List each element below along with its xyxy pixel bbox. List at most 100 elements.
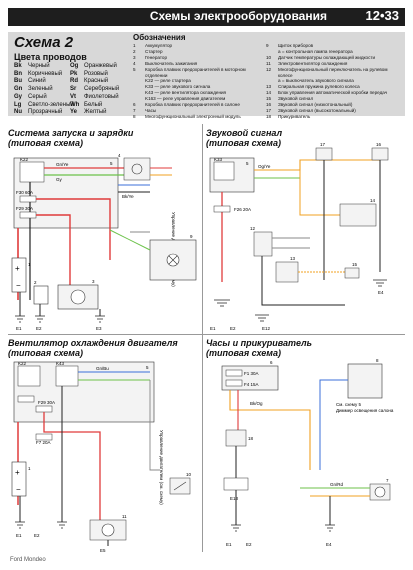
ground-wires — [19, 292, 101, 316]
label-16: 16 — [376, 142, 382, 147]
designation-number: 13 — [266, 84, 272, 90]
wire-color-name: Фиолетовый — [84, 93, 119, 100]
diagram-horn: 5 K33 Og/Ye F26 20A 17 16 14 12 13 15 E1… — [209, 142, 389, 331]
wire-label: Bk/Og — [250, 401, 263, 406]
wire-orange — [254, 159, 380, 171]
section-title-fan: Вентилятор охлаждения двигателя (типовая… — [8, 338, 178, 358]
fuse-f30 — [19, 195, 37, 203]
starter — [33, 285, 49, 305]
designation-text: Коробка плавких предохранителей в салоне — [145, 102, 240, 108]
battery-minus: − — [16, 485, 21, 494]
ground-wires — [19, 496, 109, 546]
designation-text: Аккумулятор — [145, 43, 173, 48]
label-14: 14 — [370, 198, 376, 203]
label-7: 7 — [386, 478, 389, 483]
label-18: 18 — [248, 436, 254, 441]
designation-entry: колесе — [266, 73, 388, 79]
ground-e2: E2 — [230, 326, 236, 331]
label-5: 5 — [146, 365, 149, 370]
legend-panel — [8, 32, 405, 116]
ground-e3: E3 — [96, 326, 102, 331]
designation-text: Звуковой сигнал — [278, 96, 314, 102]
header-title: Схемы электрооборудования — [149, 9, 327, 23]
label-10: 10 — [186, 472, 192, 477]
ground-e2: E2 — [34, 533, 40, 538]
ground-e1: E1 — [16, 326, 22, 331]
ground-e2: E2 — [246, 542, 252, 547]
label-5: 5 — [110, 161, 113, 166]
fuse-f26 — [213, 205, 231, 213]
designation-text: отделении — [145, 72, 168, 78]
wire-label: Gn/Rd — [330, 482, 344, 487]
wire-color-name: Зеленый — [28, 86, 53, 93]
designation-text: Блок управления автоматической коробки п… — [278, 90, 388, 96]
designation-text: Звуковой сигнал (низкотональный) — [278, 102, 353, 108]
label-f26: F26 20A — [234, 207, 251, 212]
wire-color-code: Og — [70, 63, 79, 69]
designation-number: 1 — [133, 43, 136, 48]
designation-text: Многофункциональный переключатель на рул… — [278, 66, 388, 72]
ground-e13: E13 — [230, 496, 239, 501]
wire-colors-title: Цвета проводов — [14, 52, 87, 62]
wire-color-name: Белый — [84, 101, 103, 108]
wire-color-code: Sr — [70, 86, 77, 93]
ground-e5: E5 — [100, 548, 106, 553]
label-6: 6 — [270, 360, 273, 365]
note-engine-control: Управление двигателем (см. схему) — [159, 430, 164, 505]
section-title-line: Часы и прикуриватель — [206, 338, 312, 348]
ground-e4: E4 — [326, 542, 332, 547]
wire-grey — [149, 380, 160, 471]
section-title-horn: Звуковой сигнал (типовая схема) — [206, 128, 282, 148]
designation-number: 9 — [266, 43, 269, 48]
wire-color-entry: Wh Белый — [70, 102, 119, 110]
diagram-cooling-fan: 5 K22 K43 Gn/Bu F29 30A F7 20A Управлени… — [11, 361, 192, 553]
wire-color-code: Bk — [14, 63, 22, 69]
battery-plus: + — [15, 468, 20, 477]
designation-number: 17 — [266, 107, 272, 113]
wire-color-name: Прозрачный — [28, 109, 63, 116]
label-f30: F30 60A — [16, 190, 33, 195]
designation-number: 11 — [266, 60, 271, 66]
fuse-f29 — [19, 211, 37, 219]
ground-symbol — [15, 521, 25, 529]
label-f7: F7 20A — [36, 440, 51, 445]
ground-block — [223, 477, 249, 491]
ground-e12: E12 — [262, 326, 271, 331]
page-number: 12•33 — [365, 8, 399, 23]
ground-e1: E1 — [16, 533, 22, 538]
footer-model: Ford Mondeo — [10, 557, 46, 563]
designation-number: 10 — [266, 54, 272, 60]
section-subtitle: (типовая схема) — [206, 138, 281, 148]
steering-switch — [253, 231, 273, 257]
battery-plus: + — [15, 264, 20, 273]
designation-number: 3 — [133, 54, 136, 60]
wire-color-code: Bu — [14, 78, 22, 85]
designation-text: K43 — реле вентилятора охлаждения — [145, 90, 227, 96]
wire-color-code: Wh — [70, 101, 80, 108]
wire-color-code: Lg — [14, 101, 22, 108]
section-title-starting: Система запуска и зарядки (типовая схема… — [8, 128, 133, 148]
label-f29: F29 30A — [16, 206, 33, 211]
relay-k43 — [55, 365, 79, 387]
wire-color-code: Bn — [14, 70, 22, 77]
wire-color-code: Rd — [70, 78, 78, 85]
label-k43: K43 — [56, 361, 65, 366]
section-subtitle: (типовая схема) — [8, 348, 83, 358]
wire-label: Gy — [56, 177, 63, 182]
